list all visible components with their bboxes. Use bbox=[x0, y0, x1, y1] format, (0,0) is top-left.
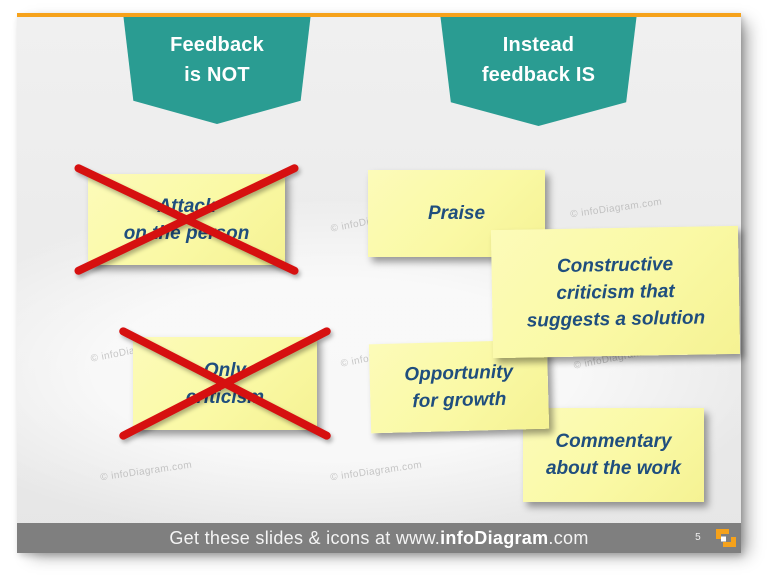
note-text-line: suggests a solution bbox=[526, 306, 706, 332]
sticky-note-attack: Attack on the person bbox=[88, 174, 285, 265]
banner-feedback-is: Instead feedback IS bbox=[440, 13, 637, 126]
note-text-line: Commentary bbox=[555, 431, 672, 452]
footer-text-suffix: .com bbox=[548, 527, 589, 548]
footer-text: Get these slides & icons at www.infoDiag… bbox=[169, 528, 588, 549]
sticky-note-only-criticism: Only criticism bbox=[133, 337, 317, 430]
watermark: © infoDiagram.com bbox=[329, 459, 423, 484]
note-text-line: criticism that bbox=[556, 280, 675, 304]
footer-bar: Get these slides & icons at www.infoDiag… bbox=[17, 523, 741, 553]
watermark: © infoDiagram.com bbox=[99, 459, 193, 484]
page-number: 5 bbox=[695, 532, 701, 543]
red-cross-icon bbox=[119, 328, 331, 439]
note-text-line: Praise bbox=[427, 203, 486, 224]
banner-feedback-is-line1: Instead bbox=[502, 34, 575, 56]
red-cross-icon bbox=[74, 165, 299, 274]
slide-canvas: Feedback is NOT Instead feedback IS © in… bbox=[17, 13, 741, 553]
note-text-line: for growth bbox=[412, 388, 507, 412]
watermark: © infoDiagram.com bbox=[569, 196, 663, 221]
banner-feedback-not-line1: Feedback bbox=[170, 34, 264, 56]
note-text-line: about the work bbox=[545, 458, 682, 479]
note-text-line: Opportunity bbox=[404, 361, 514, 385]
footer-text-prefix: Get these slides & icons at www. bbox=[169, 527, 441, 548]
infodiagram-logo-icon bbox=[716, 529, 736, 547]
banner-feedback-is-line2: feedback IS bbox=[481, 64, 596, 86]
banner-feedback-not-line2: is NOT bbox=[184, 64, 250, 86]
top-accent-bar bbox=[17, 13, 741, 17]
note-text-line: Constructive bbox=[556, 253, 674, 277]
banner-feedback-not: Feedback is NOT bbox=[123, 13, 311, 124]
sticky-note-commentary: Commentary about the work bbox=[523, 408, 704, 502]
footer-brand: infoDiagram bbox=[440, 527, 549, 548]
sticky-note-constructive: Constructive criticism that suggests a s… bbox=[490, 225, 741, 359]
